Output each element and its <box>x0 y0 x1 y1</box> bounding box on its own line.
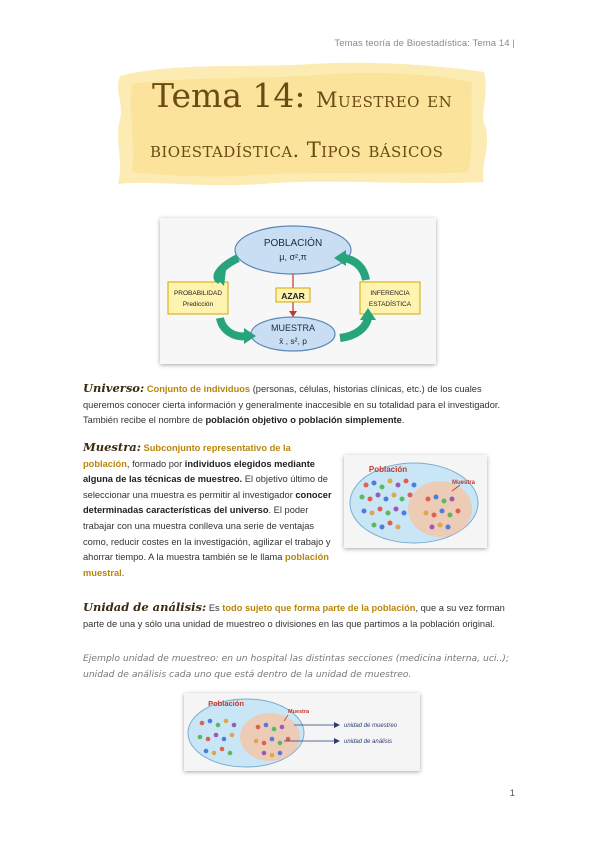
muestra-end: . <box>121 567 125 578</box>
universo-text: (personas, células, historias clínicas, … <box>83 384 501 426</box>
term-universo: Universo: <box>83 381 145 395</box>
universo-end: . <box>401 415 405 426</box>
term-unidad: Unidad de análisis: <box>83 600 207 614</box>
universo-highlight: Conjunto de individuos <box>146 384 251 394</box>
fig3-poblacion: Población <box>208 699 244 708</box>
universo-bold: población objetivo o población simplemen… <box>205 415 402 426</box>
fig1-left-box-1: PROBABILIDAD <box>174 290 222 297</box>
unidad-t2: , que a su vez forman parte de una y sól… <box>83 603 505 629</box>
running-header: Temas teoría de Bioestadística: Tema 14 … <box>334 38 515 49</box>
fig1-params-sample: x̄ , s², p <box>279 336 307 346</box>
fig1-right-box-2: ESTADÍSTICA <box>369 299 412 308</box>
muestra-b2: conocer determinadas características del… <box>83 489 332 516</box>
paragraph-muestra: Muestra: Subconjunto representativo de l… <box>83 440 335 581</box>
muestra-highlight-2: población muestral <box>83 552 329 578</box>
figure-units: Población Muestra unidad de muestreo uni… <box>184 693 420 771</box>
muestra-t2: El objetivo último de seleccionar una mu… <box>83 474 328 500</box>
fig2-poblacion: Población <box>369 465 407 474</box>
title-line-1: Tema 14: Muestreo en <box>152 76 452 115</box>
paragraph-unidad: Unidad de análisis: Es todo sujeto que f… <box>83 600 523 632</box>
fig3-unidad-analisis: unidad de análisis <box>344 739 392 745</box>
title-highlight-blob <box>118 62 487 186</box>
fig1-poblacion: POBLACIÓN <box>264 236 322 249</box>
fig1-right-box-1: INFERENCIA <box>370 290 410 297</box>
muestra-t1: , formado por <box>126 458 185 469</box>
fig1-params-pop: μ, σ²,π <box>279 252 306 262</box>
title-line-2: bioestadística. Tipos básicos <box>150 138 444 162</box>
fig3-unidad-muestreo: unidad de muestreo <box>344 723 398 729</box>
figure-population-sample: Población Muestra <box>344 455 487 548</box>
term-muestra: Muestra: <box>83 440 141 454</box>
fig2-muestra: Muestra <box>452 480 476 486</box>
title-part-1: Tema 14: <box>152 76 306 115</box>
fig1-azar: AZAR <box>281 291 305 301</box>
people-icons-2 <box>197 718 291 758</box>
paragraph-universo: Universo: Conjunto de individuos (person… <box>83 381 523 429</box>
fig3-muestra: Muestra <box>288 709 310 715</box>
unidad-t1: Es <box>206 603 223 613</box>
title-block: Tema 14: Muestreo en bioestadística. Tip… <box>112 58 492 188</box>
page-number: 1 <box>509 788 515 799</box>
muestra-highlight: Subconjunto representativo de la poblaci… <box>83 443 291 469</box>
figure-sampling-diagram: POBLACIÓN μ, σ²,π MUESTRA x̄ , s², p AZA… <box>160 218 436 364</box>
muestra-b1: individuos elegidos mediante alguna de l… <box>83 458 315 485</box>
unidad-highlight: todo sujeto que forma parte de la poblac… <box>222 603 416 613</box>
fig1-muestra: MUESTRA <box>271 323 315 333</box>
fig1-left-box-2: Predicción <box>183 301 214 308</box>
example-note: Ejemplo unidad de muestreo: en un hospit… <box>83 653 509 680</box>
muestra-t3: . El poder trabajar con una muestra conl… <box>83 505 331 563</box>
people-icons <box>359 478 461 530</box>
title-part-2: Muestreo en <box>316 88 453 112</box>
